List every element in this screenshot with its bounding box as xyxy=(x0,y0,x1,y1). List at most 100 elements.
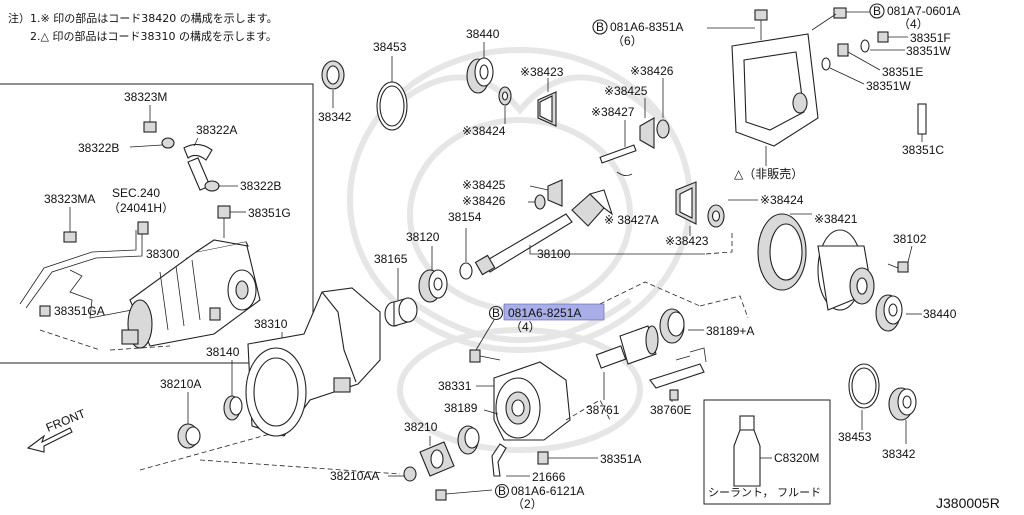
label-38760E: 38760E xyxy=(650,403,691,417)
label-sealant-fluid: シーラント， フルード xyxy=(708,486,821,499)
part-38351G-breather[interactable] xyxy=(217,205,231,238)
part-38310-carrier-housing[interactable] xyxy=(245,287,381,437)
part-38322B-clamp-b[interactable] xyxy=(204,180,220,192)
part-38154-washer[interactable] xyxy=(459,262,473,280)
part-38423-gear-b[interactable] xyxy=(675,181,697,225)
part-rear-cover-38310-sub[interactable] xyxy=(731,33,819,147)
highlight-081A6-8251A xyxy=(503,303,605,321)
label-38323MA: 38323MA xyxy=(44,192,95,206)
label-38351F: 38351F xyxy=(910,31,951,45)
part-38351W-washer-b[interactable] xyxy=(821,57,831,71)
part-081A6-8251A-bolt[interactable] xyxy=(469,349,501,363)
part-C8320M-sealant-bottle[interactable] xyxy=(733,415,761,487)
part-38420-diff-case[interactable] xyxy=(817,229,875,311)
part-38421-ring-gear[interactable] xyxy=(757,213,807,291)
part-38189A-seal[interactable] xyxy=(659,308,685,344)
label-38102: 38102 xyxy=(893,232,927,246)
label-081A6-6121A-qty: （2） xyxy=(512,497,543,510)
part-harness-38351GA[interactable] xyxy=(19,221,149,319)
part-38189-seal[interactable] xyxy=(457,425,480,455)
part-38453-bottom[interactable] xyxy=(848,363,880,409)
label-081A7-0601A-qty: （4） xyxy=(898,17,929,31)
label-38440-right: 38440 xyxy=(923,307,957,321)
part-38426-washer-b[interactable] xyxy=(534,194,546,210)
label-38189A: 38189+A xyxy=(706,324,754,338)
part-38100-pinion-shaft[interactable] xyxy=(474,189,614,276)
part-38351W-washer-a[interactable] xyxy=(860,39,870,53)
label-38351C: 38351C xyxy=(902,143,944,157)
label-081A6-8351A: 081A6-8351A xyxy=(610,20,683,34)
label-38331: 38331 xyxy=(438,379,472,393)
circle-b-8351A xyxy=(592,19,608,35)
label-081A6-8251A-qty: （4） xyxy=(510,320,541,334)
part-38342-bottom[interactable] xyxy=(888,387,917,421)
label-38322B-a: 38322B xyxy=(78,141,119,155)
part-081A6-6121A-bolt[interactable] xyxy=(435,489,447,501)
label-081A6-6121A: 081A6-6121A xyxy=(511,484,584,498)
part-38342-top[interactable] xyxy=(321,60,345,90)
part-38102-bolt[interactable] xyxy=(887,261,909,273)
label-38424-a: ※38424 xyxy=(462,124,506,138)
label-C8320M: C8320M xyxy=(774,451,819,465)
circle-b-6121A xyxy=(494,483,510,499)
part-38761-side-flange[interactable] xyxy=(595,325,659,369)
part-38165-spacer[interactable] xyxy=(384,297,418,327)
label-38351G: 38351G xyxy=(248,206,291,220)
part-38453-top[interactable] xyxy=(376,81,408,131)
circle-b-0601A xyxy=(869,3,885,19)
label-38440-top: 38440 xyxy=(466,27,500,41)
label-38300: 38300 xyxy=(146,247,180,261)
part-38300-diff-assembly[interactable] xyxy=(121,239,261,349)
part-38210AA-oring[interactable] xyxy=(403,466,417,482)
part-38331-side-retainer[interactable] xyxy=(493,361,571,441)
part-38760E-clip-set[interactable] xyxy=(649,347,707,401)
part-38351C-stud[interactable] xyxy=(917,103,927,135)
label-38421: ※38421 xyxy=(814,212,858,226)
part-38322B-clamp-a[interactable] xyxy=(161,137,175,149)
label-sec240-sub: （24041H） xyxy=(108,201,174,215)
label-38342-bottom: 38342 xyxy=(882,447,916,461)
label-38310: 38310 xyxy=(254,317,288,331)
part-38351F-plug[interactable] xyxy=(877,31,889,43)
part-38440-top[interactable] xyxy=(466,57,494,94)
part-38323MA-clip[interactable] xyxy=(63,231,77,243)
part-081A7-0601A-bolt[interactable] xyxy=(811,7,847,31)
label-38210: 38210 xyxy=(404,420,438,434)
label-38427A: ※ 38427A xyxy=(604,213,659,227)
label-38351E: 38351E xyxy=(882,65,923,79)
label-38351GA: 38351GA xyxy=(54,304,105,318)
label-38423-a: ※38423 xyxy=(520,65,564,79)
part-38323M-clip[interactable] xyxy=(143,121,157,133)
part-38425-gear-a[interactable] xyxy=(639,117,655,149)
label-sec240: SEC.240 xyxy=(112,186,160,200)
svg-text:B: B xyxy=(596,20,604,34)
label-081A7-0601A: 081A7-0601A xyxy=(887,4,960,18)
label-21666: 21666 xyxy=(532,470,566,484)
part-38423-gear-a[interactable] xyxy=(537,91,557,127)
label-38427: ※38427 xyxy=(591,105,635,119)
label-38100: 38100 xyxy=(537,247,571,261)
label-38210A: 38210A xyxy=(160,377,201,391)
label-38322B-b: 38322B xyxy=(240,179,281,193)
part-38140-oil-seal[interactable] xyxy=(223,395,243,421)
label-38426-b: ※38426 xyxy=(462,194,506,208)
part-38424-washer-b[interactable] xyxy=(707,204,725,228)
part-38210-flange[interactable] xyxy=(419,441,455,477)
part-38351A-bolt[interactable] xyxy=(537,451,549,465)
part-38440-right-bearing[interactable] xyxy=(875,294,903,332)
part-38426-washer-a[interactable] xyxy=(656,119,670,139)
part-38424-washer-a[interactable] xyxy=(498,86,512,106)
part-081A6-8351A-bolt[interactable] xyxy=(754,9,768,40)
part-38425-gear-b[interactable] xyxy=(547,179,563,207)
label-38322A: 38322A xyxy=(196,123,237,137)
part-38427-pin[interactable] xyxy=(599,144,637,164)
label-38351W-a: 38351W xyxy=(906,44,951,58)
part-21666-bracket[interactable] xyxy=(491,443,507,477)
part-38120-bearing[interactable] xyxy=(418,269,448,303)
label-081A6-8251A[interactable]: 081A6-8251A xyxy=(508,306,581,320)
part-38210A-flange[interactable] xyxy=(177,423,201,449)
label-38423-b: ※38423 xyxy=(665,234,709,248)
part-38322A-hose[interactable] xyxy=(183,143,213,191)
part-38351E-plug[interactable] xyxy=(837,43,849,57)
